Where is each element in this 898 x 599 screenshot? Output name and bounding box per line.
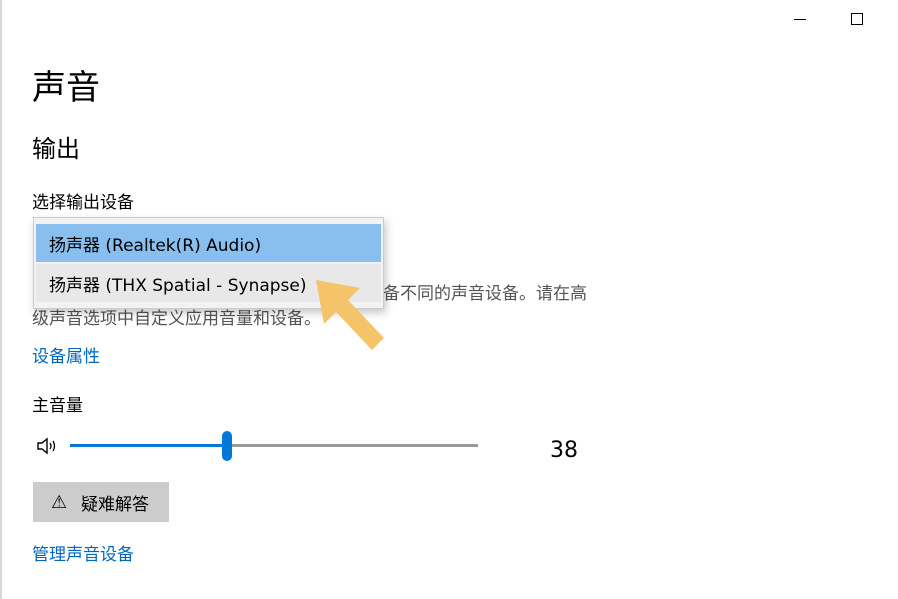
dropdown-option-realtek[interactable]: 扬声器 (Realtek(R) Audio) — [36, 224, 381, 262]
minimize-button[interactable] — [780, 8, 820, 30]
description-line-2: 级声音选项中自定义应用音量和设备。 — [32, 309, 321, 329]
volume-slider-thumb[interactable] — [222, 431, 232, 461]
choose-output-device-label: 选择输出设备 — [32, 193, 134, 213]
annotation-arrow-icon — [316, 280, 384, 350]
volume-track-remaining — [227, 444, 478, 447]
maximize-button[interactable] — [837, 8, 877, 30]
volume-track-filled — [70, 444, 227, 447]
manage-sound-devices-link[interactable]: 管理声音设备 — [32, 545, 134, 565]
output-device-dropdown-list[interactable]: 扬声器 (Realtek(R) Audio) 扬声器 (THX Spatial … — [33, 217, 384, 309]
section-heading-output: 输出 — [32, 135, 80, 163]
minimize-icon — [794, 18, 806, 20]
master-volume-label: 主音量 — [32, 396, 83, 416]
maximize-icon — [851, 13, 863, 25]
volume-value: 38 — [550, 438, 578, 463]
speaker-icon[interactable] — [36, 436, 60, 456]
window-left-border — [0, 0, 2, 599]
description-line-1: 备不同的声音设备。请在高 — [383, 284, 587, 304]
troubleshoot-button[interactable]: ⚠ 疑难解答 — [33, 482, 169, 522]
page-title: 声音 — [32, 68, 100, 108]
warning-icon: ⚠ — [51, 491, 68, 513]
device-properties-link[interactable]: 设备属性 — [32, 347, 100, 367]
master-volume-slider[interactable] — [70, 431, 480, 461]
troubleshoot-label: 疑难解答 — [81, 494, 149, 515]
